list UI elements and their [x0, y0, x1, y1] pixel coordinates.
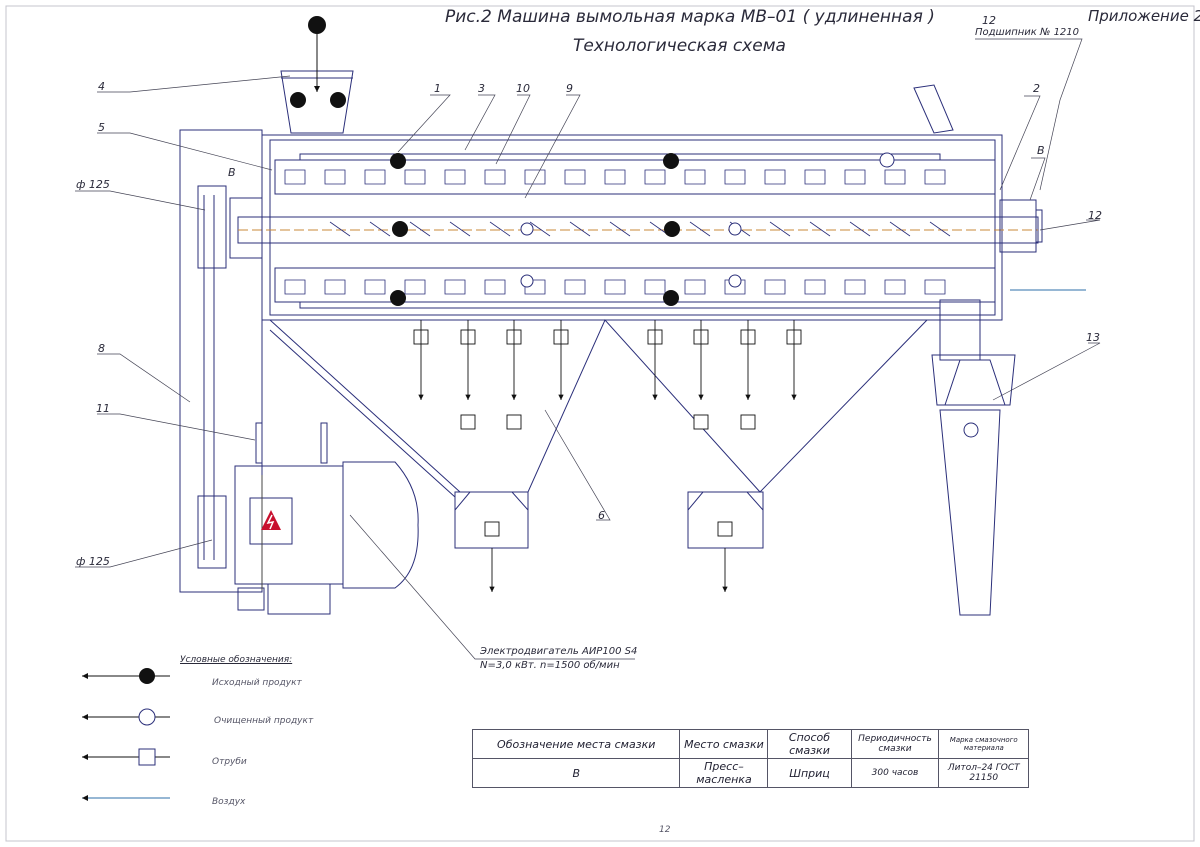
- upper-beater-blades: [284, 169, 946, 185]
- callout-5: 5: [98, 121, 105, 134]
- header-lube-period: Периодичность смазки: [850, 729, 940, 759]
- legend-heading: Условные обозначения:: [180, 655, 293, 665]
- cell-lube-point: В: [471, 758, 681, 788]
- table-header-row: Обозначение места смазки Место смазки Сп…: [471, 729, 1029, 759]
- motor-label: Электродвигатель АИР100 S4: [480, 646, 638, 657]
- raw-product-markers: [290, 16, 680, 306]
- bearing-label: Подшипник № 1210: [975, 27, 1080, 38]
- callout-leaders: [75, 38, 1101, 660]
- legend-air: Воздух: [212, 797, 246, 807]
- callout-13: 13: [1086, 331, 1100, 344]
- callout-6: 6: [598, 509, 605, 522]
- callout-10: 10: [516, 82, 530, 95]
- cell-lube-place: Пресс–масленка: [679, 758, 769, 788]
- callout-12-right: 12: [1088, 209, 1102, 222]
- appendix-label: Приложение 2: [1088, 7, 1200, 25]
- callout-12-top: 12: [982, 14, 996, 27]
- callout-2: 2: [1033, 82, 1040, 95]
- callout-11: 11: [96, 402, 110, 415]
- callout-9: 9: [566, 82, 573, 95]
- legend-raw-product: Исходный продукт: [212, 678, 302, 688]
- legend-cleaned-product: Очищенный продукт: [214, 716, 314, 726]
- bran-flow-markers: [413, 320, 802, 592]
- header-lube-method: Способ смазки: [767, 729, 852, 759]
- page-number: 12: [659, 825, 671, 835]
- header-lube-place: Место смазки: [679, 729, 769, 759]
- auger-flights: [329, 221, 951, 237]
- figure-title: Рис.2 Машина вымольная марка МВ–01 ( удл…: [445, 7, 935, 27]
- callout-4: 4: [98, 80, 105, 93]
- electrical-hazard-icon: [261, 510, 281, 530]
- callout-8: 8: [98, 342, 105, 355]
- machine-housing: [179, 70, 1043, 616]
- figure-subtitle: Технологическая схема: [573, 36, 786, 56]
- header-lube-material: Марка смазочного материала: [938, 729, 1029, 759]
- legend-bran: Отруби: [212, 757, 247, 767]
- cell-lube-period: 300 часов: [850, 758, 940, 788]
- motor-spec: N=3,0 кВт. n=1500 об/мин: [480, 660, 620, 671]
- callout-1: 1: [434, 82, 441, 95]
- table-row: В Пресс–масленка Шприц 300 часов Литол–2…: [471, 758, 1029, 788]
- callout-d125-top: ф 125: [76, 178, 110, 191]
- lubrication-table: Обозначение места смазки Место смазки Сп…: [471, 729, 1029, 788]
- lower-beater-blades: [284, 279, 946, 295]
- callout-3: 3: [478, 82, 485, 95]
- cell-lube-material: Литол–24 ГОСТ 21150: [938, 758, 1029, 788]
- header-lube-point: Обозначение места смазки: [471, 729, 681, 759]
- cell-lube-method: Шприц: [767, 758, 852, 788]
- cleaned-product-markers: [520, 152, 979, 438]
- legend-symbols: [82, 668, 170, 801]
- callout-d125-bottom: ф 125: [76, 555, 110, 568]
- sheet-frame: [5, 5, 1195, 842]
- callout-b-right: В: [1037, 144, 1045, 157]
- callout-b-left: В: [228, 166, 236, 179]
